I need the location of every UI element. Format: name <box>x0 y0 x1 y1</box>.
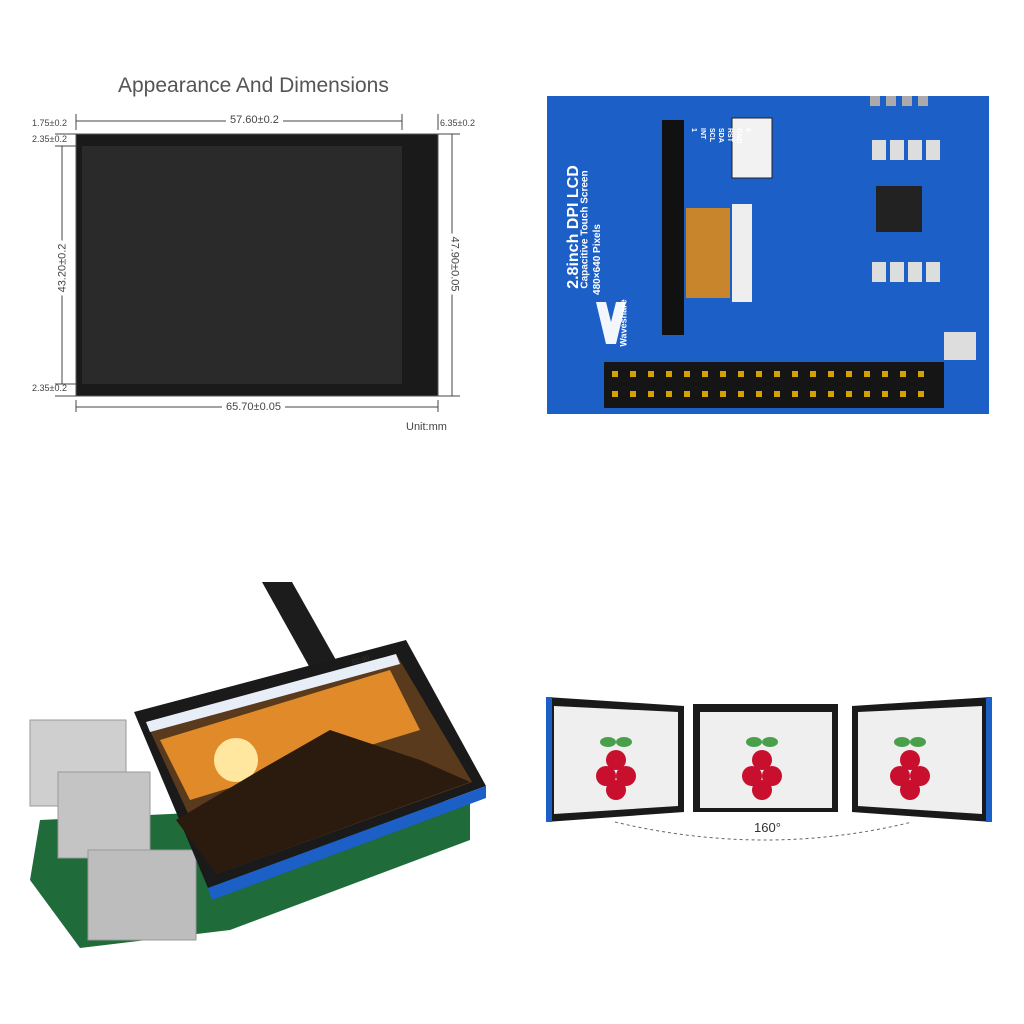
top-left-offset-label: 1.75±0.2 <box>32 118 67 128</box>
ethernet-port <box>87 849 197 941</box>
viewing-angle-label: 160° <box>754 820 781 835</box>
fpc-cable <box>662 120 684 335</box>
pcb-subtitle: Capacitive Touch Screen <box>579 170 591 289</box>
pin-label: INT <box>699 128 706 140</box>
right-screen-edge <box>986 697 992 822</box>
raspberry-logo-icon <box>596 750 930 800</box>
unit-label: Unit:mm <box>406 421 447 433</box>
waveshare-logo-icon <box>596 302 626 344</box>
pin-label: 8 <box>744 128 751 132</box>
left-height-label: 43.20±0.2 <box>56 240 69 296</box>
display-pcb-edge <box>208 786 486 900</box>
dimensions-title: Appearance And Dimensions <box>118 74 389 97</box>
usb-cable <box>262 582 336 668</box>
mountain-silhouette <box>176 730 470 874</box>
top-left-vertical-offset-label: 2.35±0.2 <box>32 134 67 144</box>
fpc-ribbon <box>686 208 730 298</box>
pcb-brand: Waveshare <box>618 299 629 347</box>
smd-components <box>872 140 976 360</box>
pin-label: 1 <box>690 128 697 132</box>
left-screen-edge <box>546 697 552 822</box>
top-right-offset-label: 6.35±0.2 <box>440 118 475 128</box>
usb-port-2 <box>57 771 151 859</box>
lcd-active-area <box>82 146 402 384</box>
bottom-width-label: 65.70±0.05 <box>222 401 285 413</box>
touch-connector <box>731 117 773 179</box>
pin-label: RST <box>726 128 733 142</box>
raspberry-leaf-icon <box>600 737 926 747</box>
pin-label: GND <box>735 128 742 144</box>
pin-label-group: 1 INT SCL SDA RST GND 8 <box>690 128 751 144</box>
sun-glare <box>214 738 258 782</box>
pin-header <box>604 362 944 408</box>
pcb-resolution: 480×640 Pixels <box>591 224 603 295</box>
pin-label: SDA <box>717 128 724 143</box>
top-width-label: 57.60±0.2 <box>226 114 283 126</box>
pin-header-pins <box>612 371 924 397</box>
fpc-connector <box>732 204 752 302</box>
screen-taskbar <box>146 654 400 732</box>
viewing-angle-arc <box>614 821 913 841</box>
right-height-label: 47.90±0.05 <box>448 233 461 295</box>
pin-label: SCL <box>708 128 715 142</box>
pcb-square-pads <box>870 96 928 106</box>
ic-chip <box>876 186 922 232</box>
bottom-left-vertical-offset-label: 2.35±0.2 <box>32 383 67 393</box>
